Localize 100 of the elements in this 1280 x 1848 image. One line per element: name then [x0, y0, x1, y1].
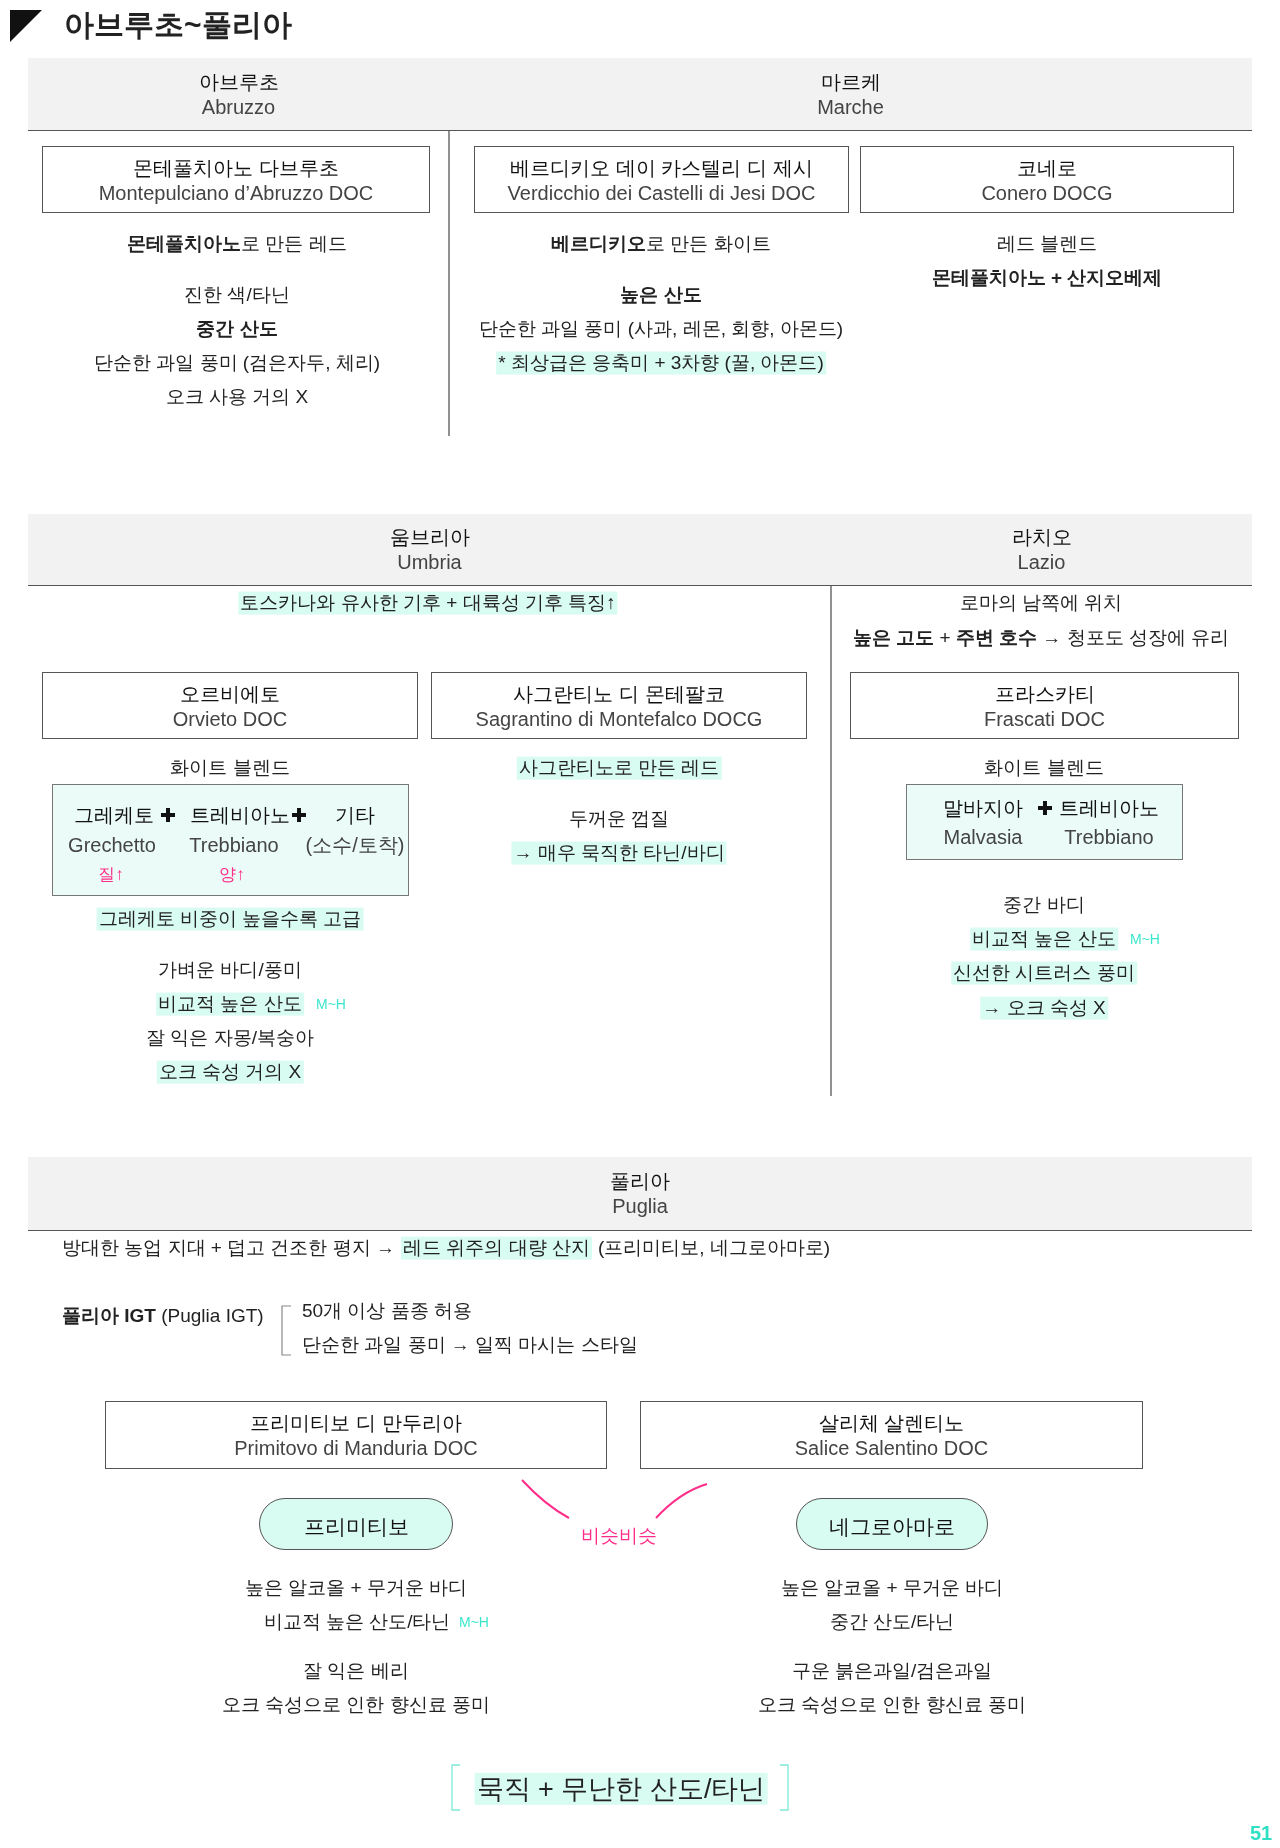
note-text: 베르디키오로 만든 화이트: [551, 232, 771, 256]
grape-name: 네그로아마로: [828, 1514, 956, 1540]
level-tag: M~H: [1130, 930, 1160, 948]
grape-name: Grechetto: [68, 833, 156, 857]
grape-name: Trebbiano: [1064, 825, 1154, 849]
wine-name: Orvieto DOC: [171, 707, 289, 731]
note-text: 중간 산도: [196, 317, 278, 341]
wine-box: [474, 146, 849, 213]
wine-box: [431, 672, 807, 739]
note-text: 레드 블렌드: [996, 232, 1098, 256]
wine-name: Conero DOCG: [980, 181, 1114, 205]
highlighted-note: 오크 숙성 거의 X: [156, 1060, 304, 1084]
note-text: 몬테풀치아노 + 산지오베제: [931, 266, 1163, 290]
note-text: 중간 바디: [1003, 893, 1085, 917]
blend-box: [906, 784, 1183, 860]
wine-name: Montepulciano d’Abruzzo DOC: [97, 181, 375, 205]
note-text: 두꺼운 껍질: [568, 807, 670, 831]
region-name: 움브리아: [388, 525, 471, 550]
wine-name: 프라스카티: [993, 681, 1096, 707]
note-text: 단순한 과일 풍미 → 일찍 마시는 스타일: [302, 1333, 638, 1357]
annotation-text: 비슷비슷: [581, 1524, 657, 1548]
wine-box: [640, 1401, 1143, 1469]
note-text: 높은 고도 + 주변 호수 → 청포도 성장에 유리: [852, 626, 1230, 650]
note-text: 단순한 과일 풍미 (검은자두, 체리): [93, 351, 381, 375]
wine-name: 살리체 살렌티노: [817, 1411, 966, 1436]
wine-name: Primitovo di Manduria DOC: [233, 1437, 479, 1460]
note-text: 비교적 높은 산도/타닌: [263, 1610, 451, 1634]
grape-name: 트레비아노: [190, 802, 290, 828]
wine-box: [860, 146, 1234, 213]
region-name: 아브루초: [197, 69, 280, 95]
region-name: Puglia: [611, 1195, 669, 1218]
highlighted-note: 비교적 높은 산도: [156, 992, 304, 1016]
highlighted-note: 비교적 높은 산도: [970, 927, 1118, 951]
note-text: 화이트 블렌드: [984, 756, 1104, 780]
page-number: 51: [1249, 1821, 1273, 1845]
wine-box: [850, 672, 1239, 739]
note-text: 로마의 남쪽에 위치: [959, 591, 1123, 615]
note-text: 오크 숙성으로 인한 향신료 풍미: [757, 1693, 1027, 1717]
note-text: 50개 이상 품종 허용: [302, 1299, 472, 1323]
region-name: 라치오: [1010, 525, 1073, 550]
region-name: Abruzzo: [200, 95, 277, 119]
note-text: (프리미티보, 네그로아마로): [597, 1236, 831, 1260]
region-header: [28, 58, 449, 131]
wine-name: 몬테풀치아노 다브루초: [132, 155, 340, 181]
region-header: [28, 514, 831, 586]
wine-name: Salice Salentino DOC: [793, 1437, 990, 1460]
highlighted-note: 신선한 시트러스 풍미: [951, 961, 1137, 985]
highlighted-note: → 매우 묵직한 타닌/바디: [511, 841, 727, 865]
highlighted-note: 토스카나와 유사한 기후 + 대륙성 기후 특징↑: [238, 591, 618, 615]
wine-name: 사그란티노 디 몬테팔코: [512, 681, 726, 707]
region-name: 마르케: [819, 69, 882, 95]
highlighted-note: 사그란티노로 만든 레드: [516, 756, 722, 780]
region-name: 풀리아: [609, 1169, 671, 1194]
note-text: 구운 붉은과일/검은과일: [791, 1659, 993, 1683]
wine-box: [42, 146, 430, 213]
note-text: 단순한 과일 풍미 (사과, 레몬, 회향, 아몬드): [478, 317, 844, 341]
wine-name: 오르비에토: [179, 681, 281, 707]
highlighted-note: 레드 위주의 대량 산지: [401, 1236, 592, 1260]
note-text: 오크 숙성으로 인한 향신료 풍미: [221, 1693, 491, 1717]
highlighted-note: 그레케토 비중이 높을수록 고급: [96, 907, 364, 931]
note-text: 진한 색/타닌: [184, 283, 290, 307]
level-tag: M~H: [316, 995, 346, 1013]
highlighted-note: 묵직 + 무난한 산도/타닌: [474, 1772, 768, 1806]
rating-note: 양↑: [219, 863, 245, 886]
region-name: Marche: [816, 95, 885, 119]
region-name: Lazio: [1016, 551, 1067, 574]
note-text: 방대한 농업 지대 + 덥고 건조한 평지 →: [62, 1236, 396, 1260]
wine-name: 베르디키오 데이 카스텔리 디 제시: [509, 155, 814, 181]
grape-name: 그레케토: [74, 802, 154, 828]
grape-name: 말바지아: [943, 795, 1023, 821]
region-header: [449, 58, 1252, 131]
grape-name: 프리미티보: [302, 1514, 410, 1540]
region-header: [28, 1157, 1252, 1231]
note-text: 잘 익은 베리: [303, 1659, 409, 1683]
wine-name: 프리미티보 디 만두리아: [249, 1411, 463, 1436]
note-text: 화이트 블렌드: [170, 756, 290, 780]
note-text: 높은 알코올 + 무거운 바디: [244, 1576, 468, 1600]
note-text: 오크 사용 거의 X: [165, 385, 309, 409]
grape-name: Malvasia: [943, 825, 1023, 849]
grape-name: (소수/토착): [305, 832, 405, 858]
region-header: [831, 514, 1252, 586]
level-tag: M~H: [459, 1613, 489, 1631]
note-text: 잘 익은 자몽/복숭아: [146, 1026, 314, 1050]
grape-name: Trebbiano: [189, 833, 279, 857]
grape-pill: [796, 1498, 988, 1550]
grape-pill: [259, 1498, 453, 1550]
rating-note: 질↑: [98, 863, 124, 886]
wine-box: [105, 1401, 607, 1469]
note-text: 중간 산도/타닌: [829, 1610, 955, 1634]
note-text: 높은 알코올 + 무거운 바디: [780, 1576, 1004, 1600]
wine-name: Frascati DOC: [982, 707, 1107, 731]
note-text: 몬테풀치아노로 만든 레드: [127, 232, 347, 256]
grape-name: 트레비아노: [1059, 795, 1159, 821]
wine-name: Verdicchio dei Castelli di Jesi DOC: [506, 181, 817, 205]
note-text: 높은 산도: [620, 283, 702, 307]
grape-name: 기타: [335, 802, 375, 828]
blend-box: [52, 784, 409, 896]
note-text: 풀리아 IGT (Puglia IGT): [62, 1304, 264, 1328]
region-name: Umbria: [396, 551, 463, 574]
highlighted-note: * 최상급은 응축미 + 3차향 (꿀, 아몬드): [496, 351, 826, 375]
